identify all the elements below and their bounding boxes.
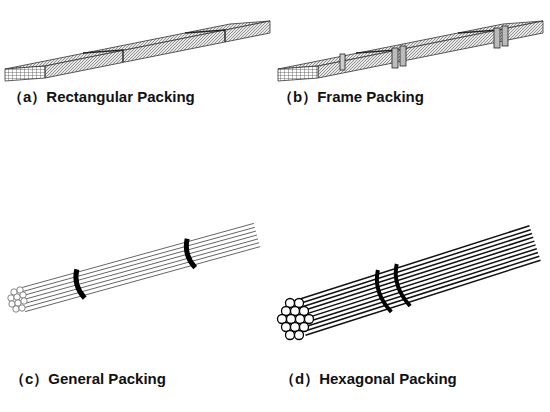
- round-bundle: [8, 223, 260, 312]
- caption-label: （d）Hexagonal Packing: [280, 370, 457, 389]
- caption-label: （b）Frame Packing: [278, 88, 424, 107]
- caption-label: （c）General Packing: [10, 370, 166, 389]
- hexagonal-bundle: [278, 226, 541, 340]
- frame-bundle: [278, 21, 543, 81]
- rectangular-bundle: [5, 21, 270, 81]
- caption-label: （a）Rectangular Packing: [8, 88, 195, 107]
